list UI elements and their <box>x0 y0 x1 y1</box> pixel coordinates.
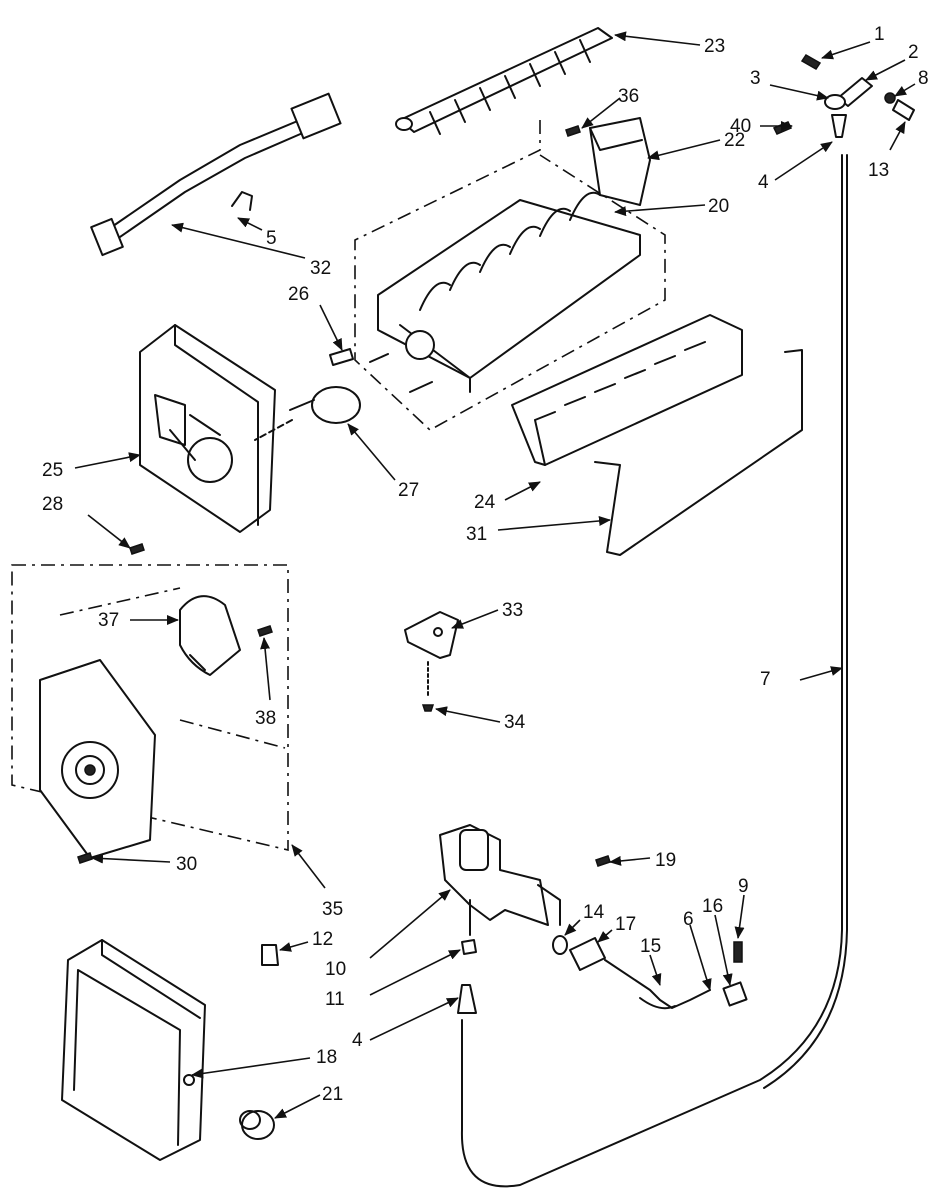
motor-part <box>254 386 361 441</box>
control-assembly-box <box>11 564 289 852</box>
label-13: 13 <box>868 160 889 181</box>
label-38: 38 <box>255 708 276 729</box>
coupling-part <box>569 937 606 971</box>
label-20: 20 <box>708 196 729 217</box>
housing-screw-part <box>129 543 145 555</box>
clamp-part <box>722 981 748 1007</box>
tube-fitting-part <box>457 984 477 1014</box>
label-35: 35 <box>322 899 343 920</box>
label-16: 16 <box>702 896 723 917</box>
label-37: 37 <box>98 610 119 631</box>
label-1: 1 <box>874 24 885 45</box>
control-housing-part <box>139 324 276 533</box>
front-cover-part <box>61 939 206 1161</box>
label-9: 9 <box>738 876 749 897</box>
shutoff-cover-part <box>404 611 459 712</box>
label-12: 12 <box>312 929 333 950</box>
label-23: 23 <box>704 36 725 57</box>
wire-harness-part <box>90 92 342 257</box>
clip-part <box>329 348 354 366</box>
ice-mold-part <box>354 120 666 431</box>
water-valve-part <box>439 824 561 936</box>
label-5: 5 <box>266 228 277 249</box>
label-19: 19 <box>655 850 676 871</box>
label-25: 25 <box>42 460 63 481</box>
label-27: 27 <box>398 480 419 501</box>
label-4-top: 4 <box>758 172 769 193</box>
label-21: 21 <box>322 1084 343 1105</box>
label-32: 32 <box>310 258 331 279</box>
label-17: 17 <box>615 914 636 935</box>
label-33: 33 <box>502 600 523 621</box>
ejector-rail-part <box>395 27 613 135</box>
leader-lines <box>74 31 916 1119</box>
label-34: 34 <box>504 712 526 733</box>
label-7: 7 <box>760 669 771 690</box>
shutoff-arm-part <box>594 349 803 556</box>
label-26: 26 <box>288 284 309 305</box>
label-3: 3 <box>750 68 761 89</box>
nut-part <box>461 939 477 955</box>
label-2: 2 <box>908 42 919 63</box>
module-screw-part <box>77 852 93 864</box>
inlet-tube-part <box>604 959 711 1009</box>
label-14: 14 <box>583 902 605 923</box>
control-module-part <box>39 659 156 859</box>
label-8: 8 <box>918 68 929 89</box>
label-6: 6 <box>683 909 694 930</box>
label-10: 10 <box>325 959 346 980</box>
label-18: 18 <box>316 1047 337 1068</box>
motor-screw-part <box>257 625 273 637</box>
knob-part <box>239 1110 275 1140</box>
label-30: 30 <box>176 854 197 875</box>
cap-part <box>261 944 279 966</box>
label-22: 22 <box>724 130 745 151</box>
label-36: 36 <box>618 86 639 107</box>
part-labels: 1 2 3 4 5 6 7 8 9 10 11 12 13 14 15 16 1… <box>42 24 929 1105</box>
label-28: 28 <box>42 494 63 515</box>
mold-screw-part <box>565 125 581 137</box>
heater-bar-part <box>511 314 743 466</box>
label-24: 24 <box>474 492 496 513</box>
water-tube-part <box>460 154 843 1188</box>
fill-cup-fittings <box>772 54 915 138</box>
cover-bracket-part <box>589 117 651 206</box>
label-11: 11 <box>325 989 345 1010</box>
label-15: 15 <box>640 936 661 957</box>
drive-motor-part <box>179 595 241 676</box>
label-4-bottom: 4 <box>352 1030 363 1051</box>
label-31: 31 <box>466 524 487 545</box>
label-40: 40 <box>730 116 751 137</box>
valve-screw-part <box>595 855 611 867</box>
washer-part <box>552 935 568 955</box>
screw-part <box>733 941 743 963</box>
